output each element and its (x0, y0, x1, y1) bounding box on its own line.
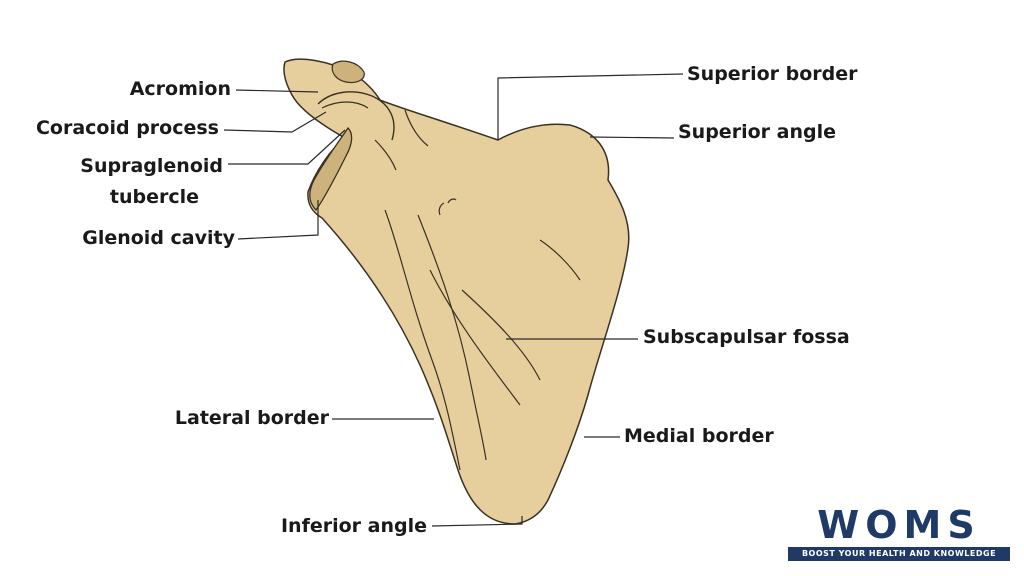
label-superior-angle: Superior angle (678, 121, 836, 143)
leader-lines (223, 73, 684, 527)
label-inferior-angle: Inferior angle (280, 515, 427, 537)
leader-superior-border (497, 73, 684, 140)
label-glenoid-cavity: Glenoid cavity (82, 227, 235, 249)
label-supraglenoid-line2: tubercle (109, 186, 199, 208)
leader-acromion (235, 89, 319, 93)
leader-inferior (431, 516, 523, 527)
coracoid-process-shape (317, 91, 395, 141)
acromion-tip-shape (331, 60, 365, 84)
leader-supraglenoid (228, 129, 346, 165)
label-lateral-border: Lateral border (174, 407, 329, 429)
leader-glenoid (237, 200, 319, 240)
woms-logo: WOMS BOOST YOUR HEALTH AND KNOWLEDGE (788, 504, 1010, 562)
ridge-lines (374, 109, 581, 471)
label-acromion: Acromion (129, 78, 231, 100)
logo-letters: WOMS (817, 503, 981, 547)
label-supraglenoid-line1: Supraglenoid (80, 155, 223, 177)
label-coracoid-process: Coracoid process (35, 117, 219, 139)
coracoid-process-underside (321, 101, 369, 109)
label-medial-border: Medial border (624, 425, 774, 447)
leader-coracoid (223, 111, 327, 133)
label-subscapular-fossa: Subscapulsar fossa (643, 326, 850, 348)
glenoid-cavity-shape (309, 126, 353, 212)
logo-tagline: BOOST YOUR HEALTH AND KNOWLEDGE (788, 547, 1010, 561)
leader-superior-angle (589, 136, 675, 139)
label-superior-border: Superior border (687, 63, 858, 85)
scapula-body (283, 58, 630, 525)
